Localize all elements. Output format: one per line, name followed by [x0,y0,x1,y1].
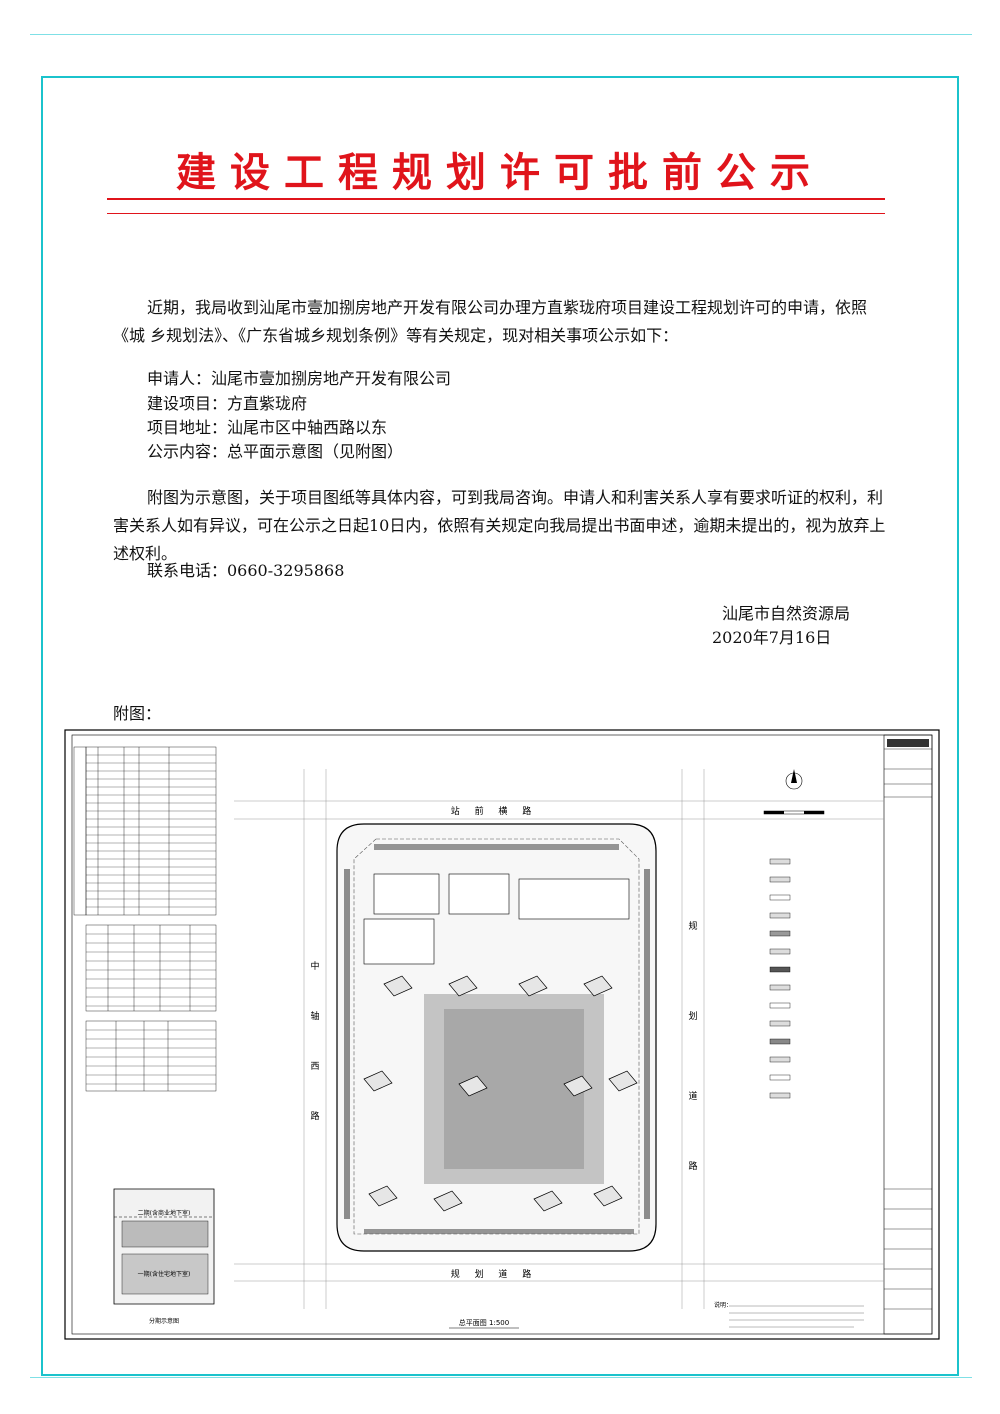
road-east-char: 规 [688,921,697,932]
notice-title: 建设工程规划许可批前公示 [176,150,824,196]
notes-title: 说明： [714,1301,732,1309]
notice-frame [41,76,959,1376]
road-north-label: 站 前 横 路 [451,805,538,817]
road-west-char: 西 [310,1061,319,1072]
landscape-hatch [344,844,650,1234]
address-line: 项目地址：汕尾市区中轴西路以东 [147,418,388,437]
title-rule-thin [107,213,885,214]
issue-date: 2020年7月16日 [712,628,832,647]
content-line: 公示内容：总平面示意图（见附图） [147,442,404,461]
road-east-char: 划 [688,1010,697,1022]
table-rows [86,754,216,1085]
issuer-name: 汕尾市自然资源局 [722,604,851,623]
index-tables [73,746,217,1092]
scale-bar [763,810,825,815]
road-east-char: 路 [688,1160,697,1172]
building-line [353,838,640,1235]
north-arrow [785,769,803,790]
notes-lines [729,1305,864,1328]
phase2-label: 二期(含商业地下室) [138,1209,191,1217]
notice-paragraph: 附图为示意图，关于项目图纸等具体内容，可到我局咨询。申请人和利害关系人享有要求听… [113,488,886,563]
title-block-header [887,739,929,747]
road-west-char: 中 [310,960,319,972]
phase1-label: 一期(含住宅地下室) [138,1270,191,1278]
phase-diagram-title: 分期示意图 [149,1317,179,1325]
road-west-char: 轴 [310,1010,319,1022]
phase-diagram: 二期(含商业地下室) 一期(含住宅地下室) 分期示意图 [113,1188,215,1325]
site-plan-drawing: 二期(含商业地下室) 一期(含住宅地下室) 分期示意图 [64,729,940,1340]
road-south-label: 规 划 道 路 [451,1268,538,1280]
plan-title: 总平面图 1:500 [459,1318,509,1327]
contact-line: 联系电话：0660-3295868 [147,561,345,580]
title-block [883,734,933,1335]
road-east-char: 道 [688,1090,697,1102]
legend-symbols [769,858,791,1099]
bottom-guide-line [30,1377,972,1378]
title-rule [107,198,885,200]
north-buildings [363,873,630,965]
road-east-label: 规 划 道 路 [688,921,697,1172]
title-block-rows [884,748,932,1310]
road-lines [234,769,884,1309]
road-west-label: 中 轴 西 路 [310,960,319,1122]
figure-label: 附图： [113,704,162,723]
residential-towers [363,975,638,1212]
intro-paragraph: 近期，我局收到汕尾市壹加捌房地产开发有限公司办理方直紫珑府项目建设工程规划许可的… [113,298,868,345]
top-guide-line [30,34,972,35]
project-line: 建设项目：方直紫珑府 [147,394,308,413]
applicant-line: 申请人：汕尾市壹加捌房地产开发有限公司 [147,369,452,388]
road-west-char: 路 [310,1110,319,1122]
